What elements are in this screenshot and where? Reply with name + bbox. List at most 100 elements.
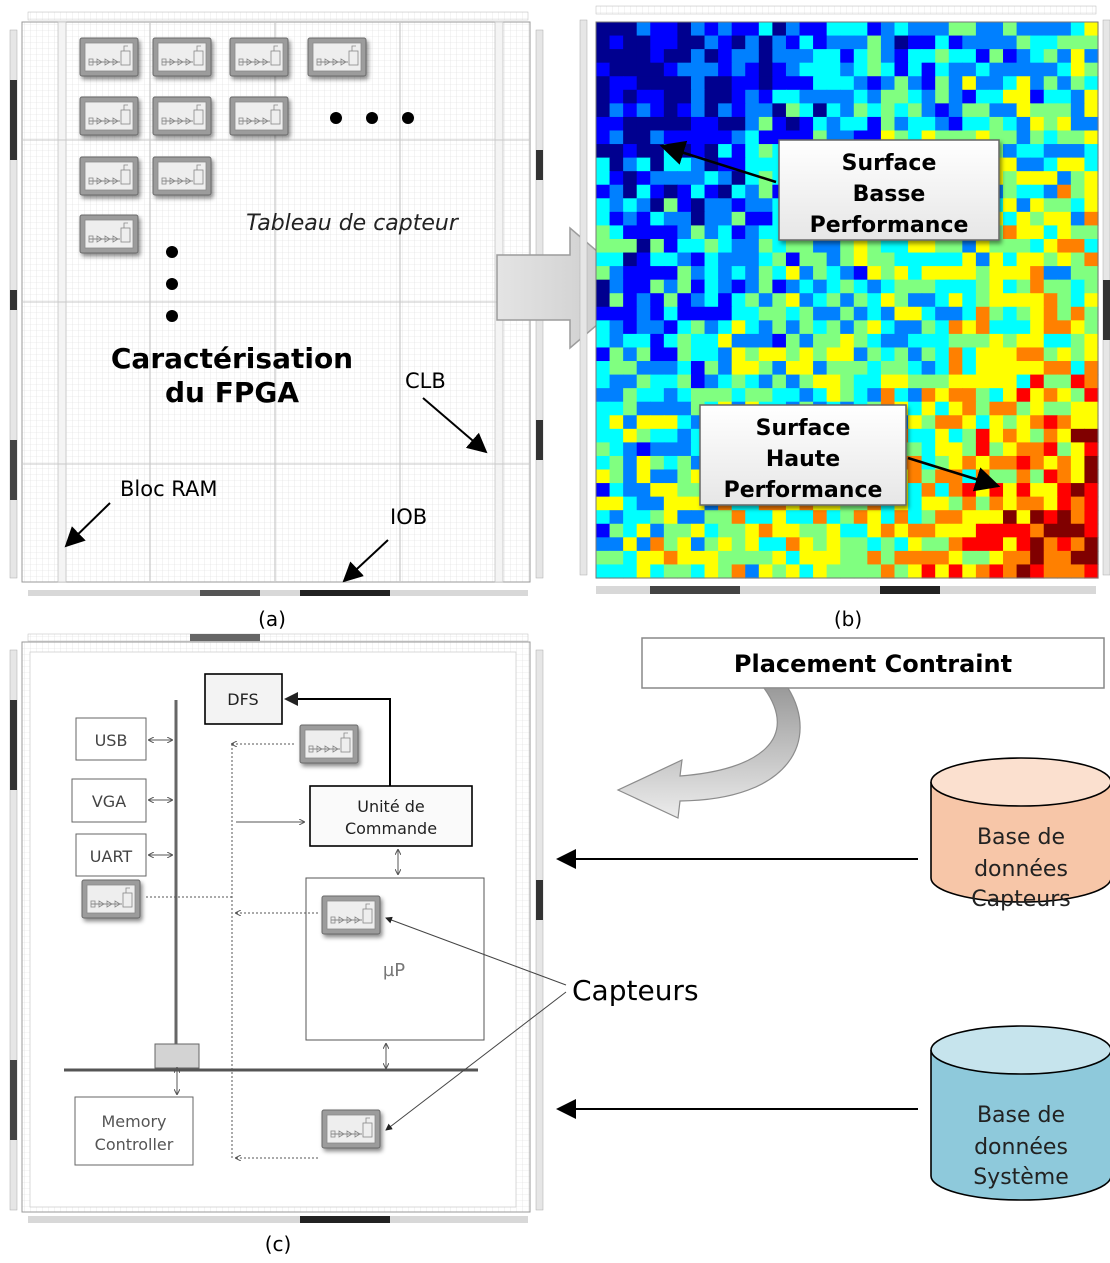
heatmap-cell xyxy=(745,266,760,281)
heatmap-cell xyxy=(1084,483,1099,498)
heatmap-cell xyxy=(1084,374,1099,389)
svg-text:Controller: Controller xyxy=(95,1135,174,1154)
heatmap-cell xyxy=(758,320,773,335)
heatmap-cell xyxy=(935,279,950,294)
heatmap-cell xyxy=(663,442,679,457)
heatmap-cell xyxy=(731,225,746,240)
heatmap-cell xyxy=(948,388,963,403)
heatmap-cell xyxy=(989,550,1004,566)
heatmap-cell xyxy=(650,225,665,240)
heatmap-cell xyxy=(867,550,882,566)
heatmap-cell xyxy=(975,537,991,552)
heatmap-cell xyxy=(785,35,801,50)
heatmap-cell xyxy=(1043,238,1058,254)
sensor-array-label: Tableau de capteur xyxy=(246,211,460,236)
heatmap-cell xyxy=(785,550,801,566)
heatmap-cell xyxy=(1057,442,1072,457)
heatmap-cell xyxy=(596,157,611,172)
heatmap-cell xyxy=(935,252,950,267)
heatmap-cell xyxy=(718,184,733,199)
heatmap-cell xyxy=(813,22,828,37)
heatmap-cell xyxy=(1016,238,1031,254)
heatmap-cell xyxy=(758,523,773,538)
heatmap-cell xyxy=(609,510,624,525)
heatmap-cell xyxy=(826,76,841,91)
heatmap-cell xyxy=(785,266,801,281)
heatmap-cell xyxy=(1003,62,1018,77)
heatmap-cell xyxy=(663,76,679,91)
heatmap-cell xyxy=(1030,89,1045,104)
heatmap-cell xyxy=(1003,550,1018,566)
heatmap-cell xyxy=(772,320,787,335)
heatmap-cell xyxy=(813,62,828,77)
heatmap-cell xyxy=(772,347,787,362)
heatmap-cell xyxy=(1030,388,1045,403)
heatmap-cell xyxy=(663,266,679,281)
heatmap-cell xyxy=(962,293,977,308)
heatmap-cell xyxy=(840,35,855,50)
heatmap-cell xyxy=(623,401,638,416)
heatmap-cell xyxy=(731,49,746,64)
heatmap-cell xyxy=(813,550,828,566)
heatmap-cell xyxy=(758,252,773,267)
heatmap-cell xyxy=(745,510,760,525)
heatmap-cell xyxy=(1070,550,1086,566)
heatmap-cell xyxy=(677,333,692,349)
heatmap-cell xyxy=(962,428,977,443)
heatmap-cell xyxy=(623,76,638,91)
heatmap-cell xyxy=(989,455,1004,471)
heatmap-cell xyxy=(731,347,746,362)
heatmap-cell xyxy=(677,266,692,281)
heatmap-cell xyxy=(677,238,692,254)
heatmap-cell xyxy=(921,428,936,443)
heatmap-cell xyxy=(1070,564,1086,579)
heatmap-cell xyxy=(935,62,950,77)
placement-curved-arrow xyxy=(616,687,801,819)
heatmap-cell xyxy=(609,564,624,579)
heatmap-cell xyxy=(1003,564,1018,579)
heatmap-cell xyxy=(690,347,706,362)
heatmap-cell xyxy=(1016,483,1031,498)
heatmap-cell xyxy=(704,62,719,77)
heatmap-cell xyxy=(948,22,963,37)
heatmap-cell xyxy=(880,252,896,267)
characterization-title-line1: Caractérisation xyxy=(111,342,353,375)
heatmap-cell xyxy=(650,211,665,227)
heatmap-cell xyxy=(623,49,638,64)
heatmap-cell xyxy=(908,374,923,389)
heatmap-cell xyxy=(840,279,855,294)
heatmap-cell xyxy=(596,279,611,294)
heatmap-cell xyxy=(975,415,991,430)
heatmap-cell xyxy=(1030,157,1045,172)
heatmap-cell xyxy=(758,144,773,159)
heatmap-cell xyxy=(596,537,611,552)
heatmap-cell xyxy=(718,144,733,159)
heatmap-cell xyxy=(745,198,760,213)
heatmap-cell xyxy=(948,252,963,267)
heatmap-cell xyxy=(1030,442,1045,457)
sensor-chip xyxy=(79,37,139,77)
heatmap-cell xyxy=(799,374,814,389)
heatmap-cell xyxy=(962,510,977,525)
heatmap-cell xyxy=(772,49,787,64)
heatmap-cell xyxy=(1084,266,1099,281)
heatmap-cell xyxy=(718,347,733,362)
heatmap-cell xyxy=(853,347,868,362)
heatmap-cell xyxy=(1057,550,1072,566)
continuation-dot xyxy=(330,112,342,124)
heatmap-cell xyxy=(596,347,611,362)
heatmap-cell xyxy=(650,510,665,525)
heatmap-cell xyxy=(718,22,733,37)
heatmap-cell xyxy=(935,415,950,430)
heatmap-cell xyxy=(677,171,692,186)
heatmap-cell xyxy=(894,35,909,50)
panel-b: Surface Basse Performance Surface Haute … xyxy=(579,5,1110,631)
heatmap-cell xyxy=(1003,442,1018,457)
heatmap-cell xyxy=(989,401,1004,416)
low-performance-line1: Surface xyxy=(842,151,937,176)
heatmap-cell xyxy=(623,103,638,118)
heatmap-cell xyxy=(650,198,665,213)
heatmap-cell xyxy=(1003,89,1018,104)
heatmap-cell xyxy=(785,89,801,104)
heatmap-cell xyxy=(921,442,936,457)
